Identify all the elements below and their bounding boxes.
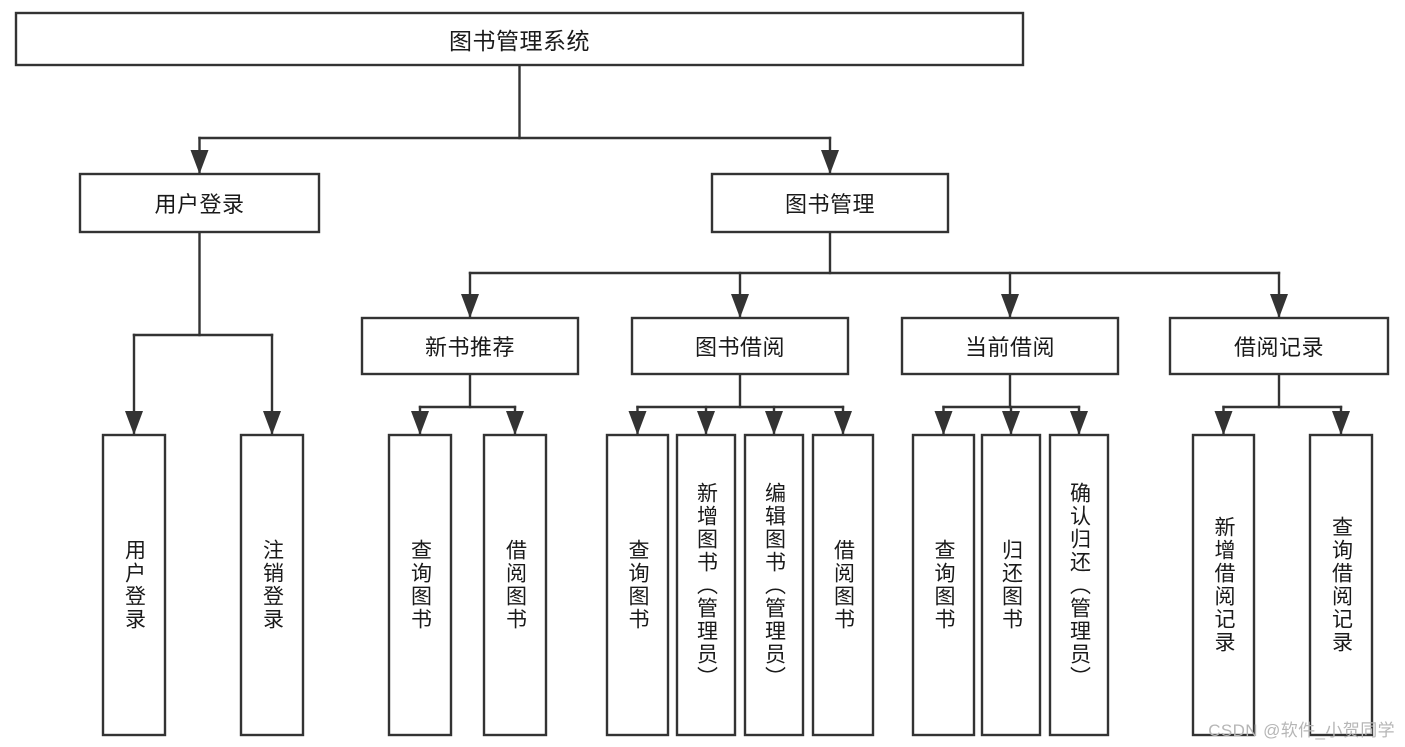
node-box-book-borrow[interactable] <box>630 316 850 376</box>
arrowhead-leaf-borrow-book-2 <box>834 411 852 435</box>
node-box-leaf-borrow-book-2[interactable] <box>811 433 875 737</box>
arrowhead-current-borrow <box>1001 294 1019 318</box>
node-box-leaf-return-book[interactable] <box>980 433 1042 737</box>
node-box-current-borrow[interactable] <box>900 316 1120 376</box>
arrowhead-leaf-return-book <box>1002 411 1020 435</box>
arrowhead-leaf-borrow-book-1 <box>506 411 524 435</box>
node-rect-layer <box>14 11 1390 737</box>
arrowhead-leaf-query-book-1 <box>411 411 429 435</box>
node-box-leaf-query-book-1[interactable] <box>387 433 453 737</box>
arrowhead-leaf-query-book-3 <box>934 411 953 435</box>
arrowhead-leaf-add-book-admin <box>697 411 715 435</box>
node-box-leaf-query-book-2[interactable] <box>605 433 670 737</box>
watermark-text: CSDN @软件_小贺同学 <box>1208 721 1395 740</box>
node-box-leaf-confirm-return-admin[interactable] <box>1048 433 1110 737</box>
arrowhead-leaf-query-borrow-record <box>1332 411 1350 435</box>
node-box-leaf-query-borrow-record[interactable] <box>1308 433 1374 737</box>
node-box-root[interactable] <box>14 11 1025 67</box>
arrowhead-borrow-record <box>1270 294 1288 318</box>
arrowhead-leaf-logout-login <box>263 411 281 435</box>
arrowhead-leaf-edit-book-admin <box>765 411 783 435</box>
node-box-leaf-user-login[interactable] <box>101 433 167 737</box>
node-box-leaf-logout-login[interactable] <box>239 433 305 737</box>
arrowhead-new-book-recommend <box>461 294 479 318</box>
arrowhead-leaf-confirm-return-admin <box>1070 411 1088 435</box>
node-box-leaf-add-borrow-record[interactable] <box>1191 433 1256 737</box>
node-box-leaf-borrow-book-1[interactable] <box>482 433 548 737</box>
arrowhead-book-borrow <box>731 294 749 318</box>
arrowhead-leaf-user-login <box>125 411 143 435</box>
node-box-user-login[interactable] <box>78 172 321 234</box>
node-box-leaf-add-book-admin[interactable] <box>675 433 737 737</box>
node-box-book-manage[interactable] <box>710 172 950 234</box>
node-box-leaf-query-book-3[interactable] <box>911 433 976 737</box>
arrowhead-user-login <box>190 150 209 174</box>
node-box-leaf-edit-book-admin[interactable] <box>743 433 805 737</box>
arrowhead-leaf-query-book-2 <box>628 411 647 435</box>
arrowhead-leaf-add-borrow-record <box>1214 411 1233 435</box>
arrowhead-book-manage <box>821 150 839 174</box>
connector-layer <box>125 63 1350 437</box>
node-box-borrow-record[interactable] <box>1168 316 1390 376</box>
node-box-new-book-recommend[interactable] <box>360 316 580 376</box>
